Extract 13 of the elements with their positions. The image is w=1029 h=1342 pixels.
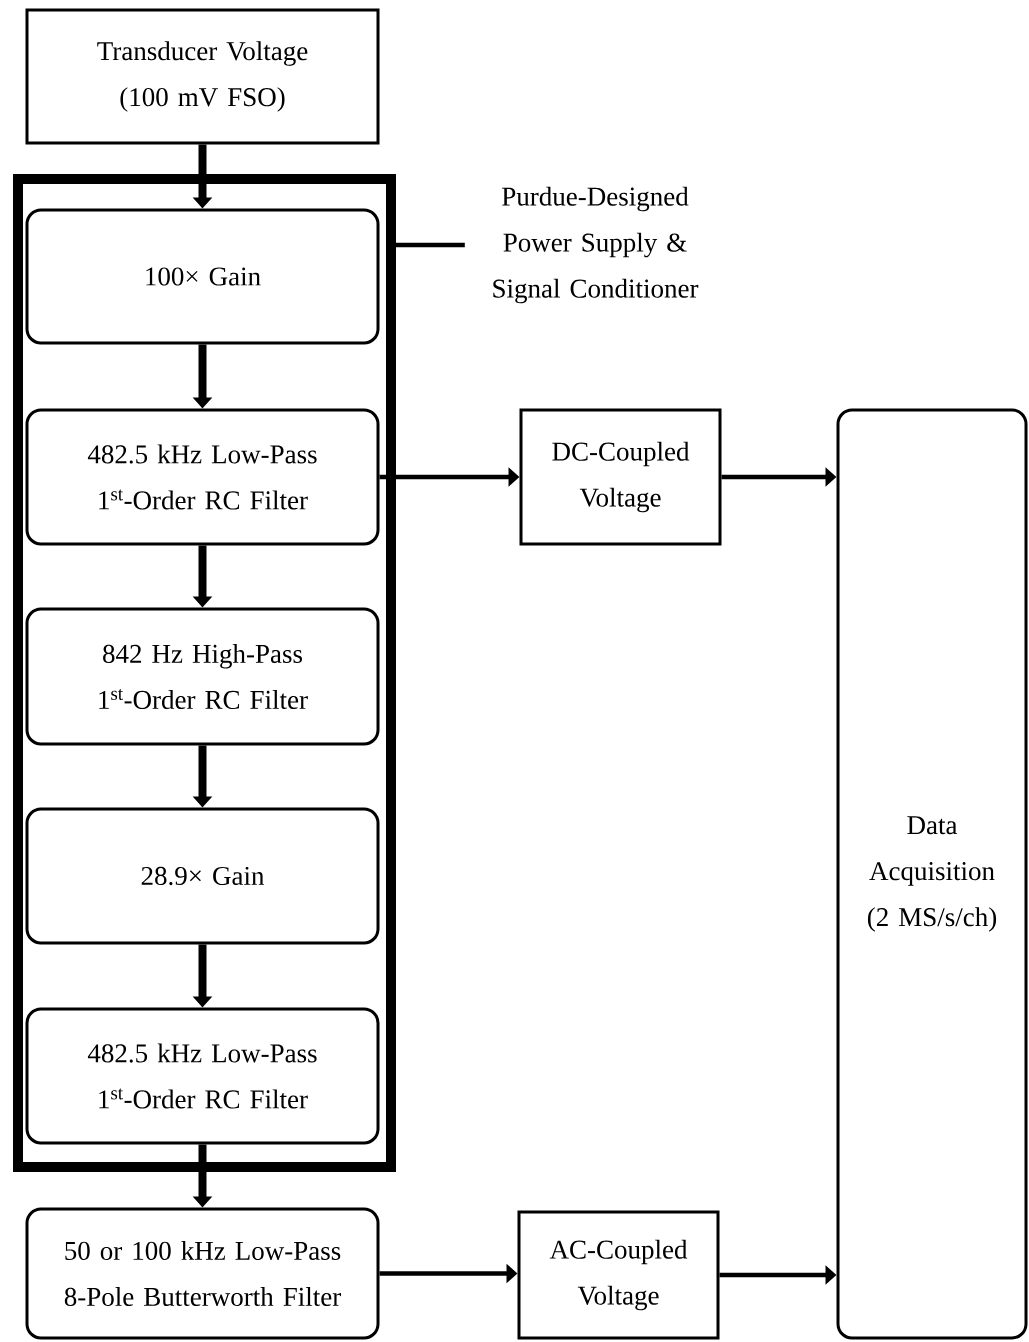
process-box: 28.9× Gain — [25, 807, 380, 945]
process-box: Transducer Voltage (100 mV FSO) — [25, 8, 380, 145]
process-box: 842 Hz High-Pass 1$^{st}$-Order RC Filter — [25, 607, 380, 746]
process-box: 482.5 kHz Low-Pass 1$^{st}$-Order RC Filter — [25, 408, 380, 546]
process-box: DC-Coupled Voltage — [519, 408, 722, 546]
process-box: AC-Coupled Voltage — [517, 1210, 720, 1340]
process-box: 482.5 kHz Low-Pass 1$^{st}$-Order RC Filter — [25, 1007, 380, 1145]
process-box: 100× Gain — [25, 208, 380, 345]
process-box: 50 or 100 kHz Low-Pass 8-Pole Butterworth Filter — [25, 1207, 380, 1340]
process-box: Data Acquisition (2 MS/s/ch) — [836, 408, 1028, 1340]
leader-line — [396, 242, 465, 248]
text-label: Purdue-Designed Power Supply & Signal Conditioner — [493, 186, 699, 304]
conditioner-frame — [13, 174, 396, 1172]
